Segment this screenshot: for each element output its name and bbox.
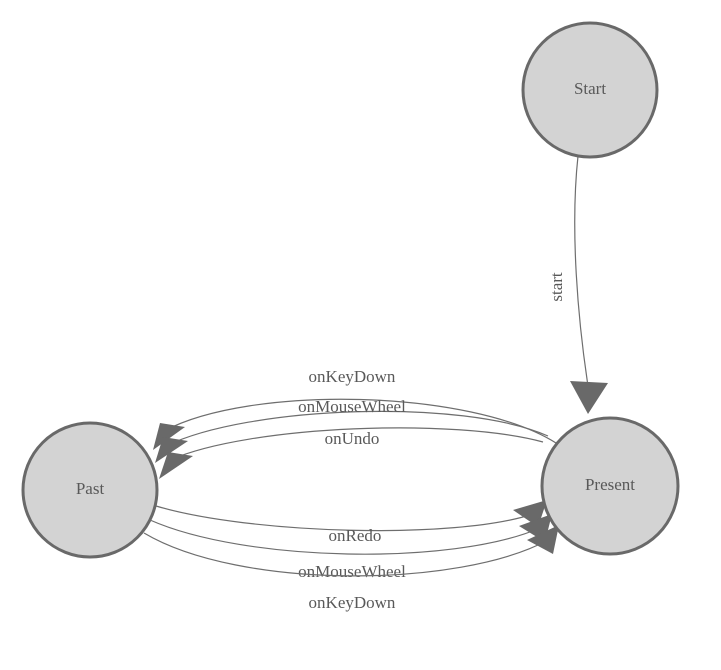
edge-past-to-present-onredo[interactable]: onRedo	[155, 500, 547, 545]
edge-past-to-present-onmousewheel-path	[149, 519, 541, 555]
edge-label-past-to-present-onkeydown: onKeyDown	[309, 593, 396, 612]
edge-label-present-to-past-onmousewheel: onMouseWheel	[298, 397, 406, 416]
node-past-label: Past	[76, 479, 105, 498]
edge-past-to-present-onredo-path	[155, 505, 534, 532]
node-present-label: Present	[585, 475, 635, 494]
edge-present-to-past-onkeydown[interactable]: onKeyDown	[153, 367, 557, 450]
edge-label-present-to-past-onundo: onUndo	[325, 429, 380, 448]
edge-present-to-past-onmousewheel-path	[165, 410, 549, 447]
node-start-label: Start	[574, 79, 606, 98]
edge-start-path	[574, 155, 589, 387]
node-start[interactable]: Start	[521, 21, 659, 159]
node-past[interactable]: Past	[21, 421, 159, 559]
edge-label-past-to-present-onmousewheel: onMouseWheel	[298, 562, 406, 581]
node-present[interactable]: Present	[540, 416, 680, 556]
node-present-circle	[540, 416, 680, 556]
edge-start-to-present[interactable]: start	[547, 155, 608, 414]
edge-present-to-past-onmousewheel-arrowhead	[155, 437, 188, 463]
edge-past-to-present-onkeydown-path	[143, 532, 549, 577]
edge-past-to-present-onkeydown[interactable]: onKeyDown	[143, 525, 559, 612]
node-past-circle	[21, 421, 159, 559]
edge-present-to-past-onkeydown-arrowhead	[153, 423, 185, 450]
edge-present-to-past-onundo-path	[169, 427, 544, 461]
edge-past-to-present-onkeydown-arrowhead	[527, 525, 559, 554]
node-start-circle	[521, 21, 659, 159]
edge-present-to-past-onkeydown-path	[163, 398, 557, 444]
edge-label-present-to-past-onkeydown: onKeyDown	[309, 367, 396, 386]
edge-past-to-present-onmousewheel[interactable]: onMouseWheel	[149, 514, 552, 581]
edge-label-past-to-present-onredo: onRedo	[329, 526, 382, 545]
edge-present-to-past-onmousewheel[interactable]: onMouseWheel	[155, 397, 549, 463]
edge-present-to-past-onundo[interactable]: onUndo	[159, 427, 544, 479]
edge-label-start: start	[547, 272, 566, 302]
edge-start-arrowhead	[570, 381, 608, 414]
edge-present-to-past-onundo-arrowhead	[159, 452, 193, 479]
